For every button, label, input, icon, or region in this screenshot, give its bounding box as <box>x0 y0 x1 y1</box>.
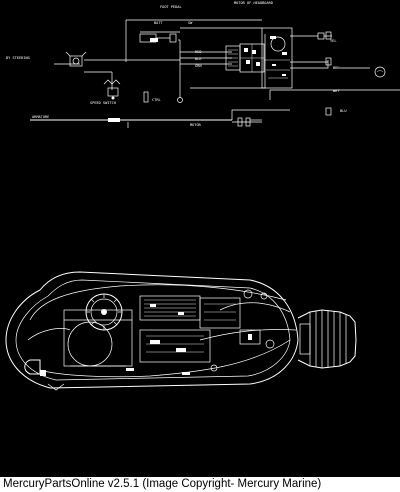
label-blk: BLK <box>195 57 202 61</box>
label-armature: ARMATURE <box>32 115 49 119</box>
label-motor-head: MOTOR OF HEADBOARD <box>234 1 273 5</box>
label-to-steer: BY STEERING <box>6 56 30 60</box>
label-ctrl: CTRL <box>152 98 161 102</box>
label-speed-switch: SPEED SWITCH <box>90 101 116 105</box>
label-yel: YEL <box>330 39 337 43</box>
label-wht: WHT <box>333 89 340 93</box>
motor-housing <box>5 271 357 391</box>
label-batt: BATT <box>154 21 163 25</box>
label-foot-pedal: FOOT PEDAL <box>160 5 182 9</box>
label-motor: MOTOR <box>190 123 202 127</box>
label-sw: SW <box>188 21 193 25</box>
copyright-footer: MercuryPartsOnline v2.5.1 (Image Copyrig… <box>0 477 400 492</box>
schematic: FOOT PEDAL MOTOR OF HEADBOARD BATT SW BY… <box>6 1 400 128</box>
wiring-diagram: FOOT PEDAL MOTOR OF HEADBOARD BATT SW BY… <box>5 1 400 391</box>
label-grn: GRN <box>195 64 202 68</box>
label-blu: BLU <box>340 109 347 113</box>
label-brn: BRN <box>333 66 340 70</box>
